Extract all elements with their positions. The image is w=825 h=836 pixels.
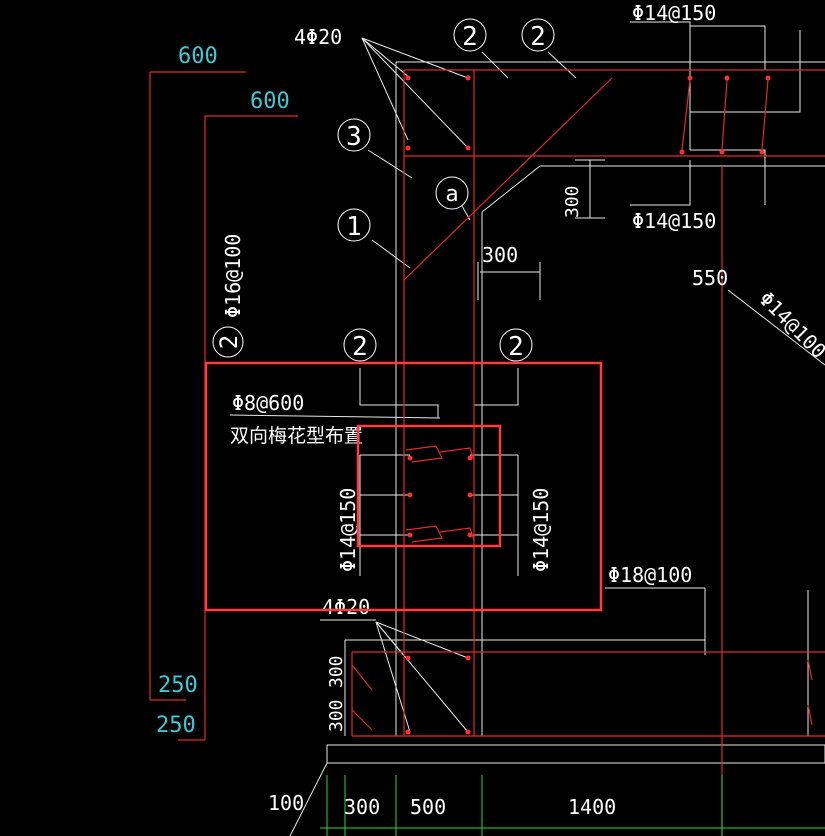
marker-2-left-text: 2	[215, 335, 243, 349]
dim-300-base: 300	[344, 795, 380, 819]
rebar-dots	[405, 75, 771, 735]
marker-3: 3	[337, 118, 371, 152]
marker-2-mid-a-text: 2	[352, 332, 368, 362]
marker-2-top-b: 2	[521, 18, 555, 52]
dim-600-b: 600	[250, 89, 290, 114]
marker-1-text: 1	[346, 212, 362, 242]
label-phi18-100: Φ18@100	[608, 563, 692, 587]
marker-2-top-a-text: 2	[462, 22, 478, 52]
marker-a: a	[435, 176, 469, 210]
dim-100: 100	[268, 791, 304, 815]
dim-1400-base: 1400	[568, 795, 616, 819]
label-phi14-100-diag: Φ14@100	[754, 287, 825, 364]
label-phi14-150-mid: Φ14@150	[632, 209, 716, 233]
marker-2-left: 2	[212, 326, 244, 358]
dim-550: 550	[692, 266, 728, 290]
dim-600-a: 600	[178, 44, 218, 69]
base-dimension-line	[320, 775, 825, 836]
label-4phi20-bottom: 4Φ20	[322, 595, 370, 619]
highlight-inner-box	[356, 424, 502, 548]
label-phi16-100-wall: Φ16@100	[221, 234, 245, 318]
label-phi14-150-left: Φ14@150	[336, 488, 360, 572]
dim-300-haunch: 300	[482, 243, 518, 267]
structure-outline	[229, 21, 825, 836]
label-phi14-150-right: Φ14@150	[529, 488, 553, 572]
dim-500-base: 500	[410, 795, 446, 819]
marker-2-mid-a: 2	[343, 328, 377, 362]
highlight-outer-box	[204, 361, 603, 612]
marker-2-mid-b-text: 2	[508, 332, 524, 362]
dim-250-b: 250	[156, 713, 196, 738]
dim-300-vert: 300	[562, 185, 583, 218]
label-tie-layout-note: 双向梅花型布置	[230, 425, 363, 447]
dim-250-a: 250	[158, 673, 198, 698]
label-phi8-600: Φ8@600	[232, 391, 304, 415]
marker-a-text: a	[445, 182, 458, 207]
label-4phi20-top: 4Φ20	[294, 25, 342, 49]
marker-1: 1	[337, 208, 371, 242]
marker-2-mid-b: 2	[499, 328, 533, 362]
marker-2-top-b-text: 2	[530, 22, 546, 52]
marker-3-text: 3	[346, 122, 362, 152]
rebar-lines	[149, 69, 825, 836]
dim-300-bot-a: 300	[326, 655, 347, 688]
label-phi14-150-top: Φ14@150	[632, 1, 716, 25]
marker-2-top-a: 2	[453, 18, 487, 52]
dim-300-bot-b: 300	[326, 699, 347, 732]
